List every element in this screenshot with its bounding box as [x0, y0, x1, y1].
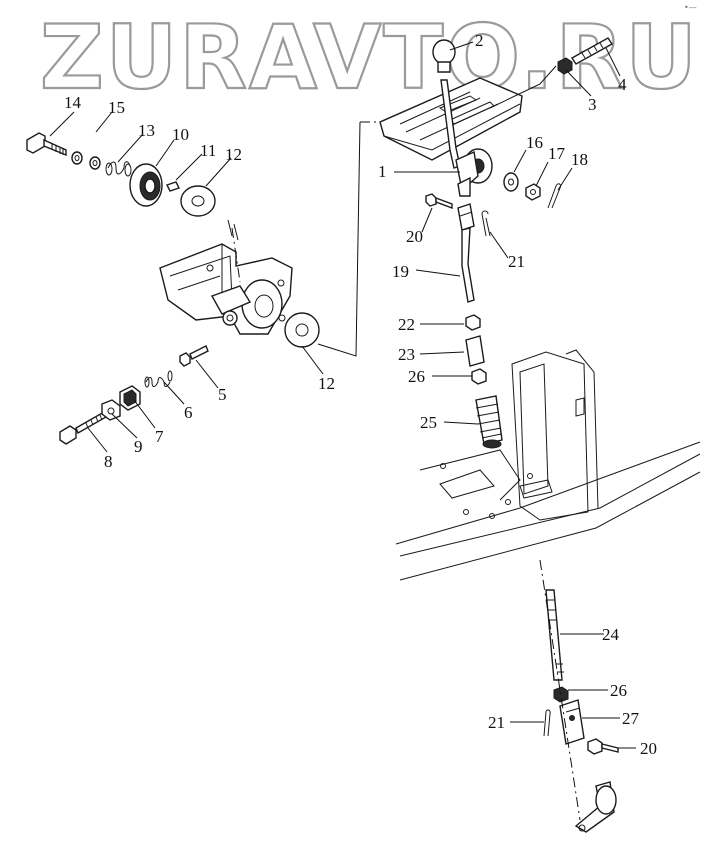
callout-13: 13 [138, 121, 155, 140]
spring-13 [105, 161, 132, 177]
stop-block-7 [119, 385, 141, 411]
boot-25 [475, 395, 503, 449]
lever-bracket-assembly [159, 219, 293, 335]
bolt-8 [59, 410, 107, 445]
callout-3: 3 [588, 95, 597, 114]
cotter-pin-21-lower [543, 709, 551, 737]
callout-22: 22 [398, 315, 415, 334]
watermark-text: ZURAVTO.RU [40, 6, 699, 109]
nut-17 [525, 183, 541, 201]
callout-26-lower: 26 [610, 681, 627, 700]
bolt-14 [26, 132, 67, 157]
callout-23: 23 [398, 345, 415, 364]
shift-knob-2 [432, 39, 456, 73]
pin-20-lower [587, 738, 619, 755]
callout-1: 1 [378, 162, 387, 181]
lower-lever-arm [574, 781, 617, 833]
rod-19 [461, 227, 475, 303]
nut-26-lower [553, 686, 569, 703]
callout-25: 25 [420, 413, 437, 432]
callout-9: 9 [134, 437, 143, 456]
callout-20-upper: 20 [406, 227, 423, 246]
callout-2: 2 [475, 31, 484, 50]
nut-3 [557, 57, 573, 75]
callout-6: 6 [184, 403, 193, 422]
callout-19: 19 [392, 262, 409, 281]
callout-7: 7 [155, 427, 164, 446]
washer-12-lower [284, 312, 320, 348]
stud-4 [570, 37, 614, 65]
washer-12-upper [180, 185, 216, 217]
callout-17: 17 [548, 144, 566, 163]
callout-4: 4 [618, 75, 627, 94]
callout-16: 16 [526, 133, 543, 152]
nut-22 [465, 314, 481, 331]
clevis-27 [559, 699, 585, 745]
clevis-upper [457, 203, 475, 231]
callout-27: 27 [622, 709, 640, 728]
corner-mark: •— [684, 3, 697, 12]
washer-16 [503, 172, 519, 192]
callout-24: 24 [602, 625, 620, 644]
callout-12-lower: 12 [318, 374, 335, 393]
leader-lines [49, 41, 636, 749]
callout-5: 5 [218, 385, 227, 404]
callout-20-lower: 20 [640, 739, 657, 758]
callout-12-upper: 12 [225, 145, 242, 164]
spring-6 [144, 370, 173, 388]
cotter-pin-21-upper [481, 210, 491, 237]
pin-11 [166, 181, 180, 192]
callout-11: 11 [200, 141, 216, 160]
pin-5 [179, 345, 209, 367]
shift-lever-1 [440, 79, 493, 197]
callout-8: 8 [104, 452, 113, 471]
callout-10: 10 [172, 125, 189, 144]
callout-18: 18 [571, 150, 588, 169]
callout-labels: 1 2 3 4 5 6 7 8 9 10 11 12 12 13 14 15 1… [64, 31, 657, 758]
washer-15 [71, 151, 101, 170]
callout-14: 14 [64, 93, 82, 112]
cotter-pin-18 [547, 183, 561, 209]
callout-15: 15 [108, 98, 125, 117]
rod-24 [545, 589, 564, 681]
callout-26-upper: 26 [408, 367, 425, 386]
pin-20-upper [425, 193, 453, 210]
callout-21-lower: 21 [488, 713, 505, 732]
nut-26-upper [471, 368, 487, 385]
callout-21-upper: 21 [508, 252, 525, 271]
nut-9 [101, 399, 121, 421]
console-panel [395, 349, 701, 581]
pulley-10 [129, 163, 163, 207]
coupler-23 [465, 335, 485, 367]
